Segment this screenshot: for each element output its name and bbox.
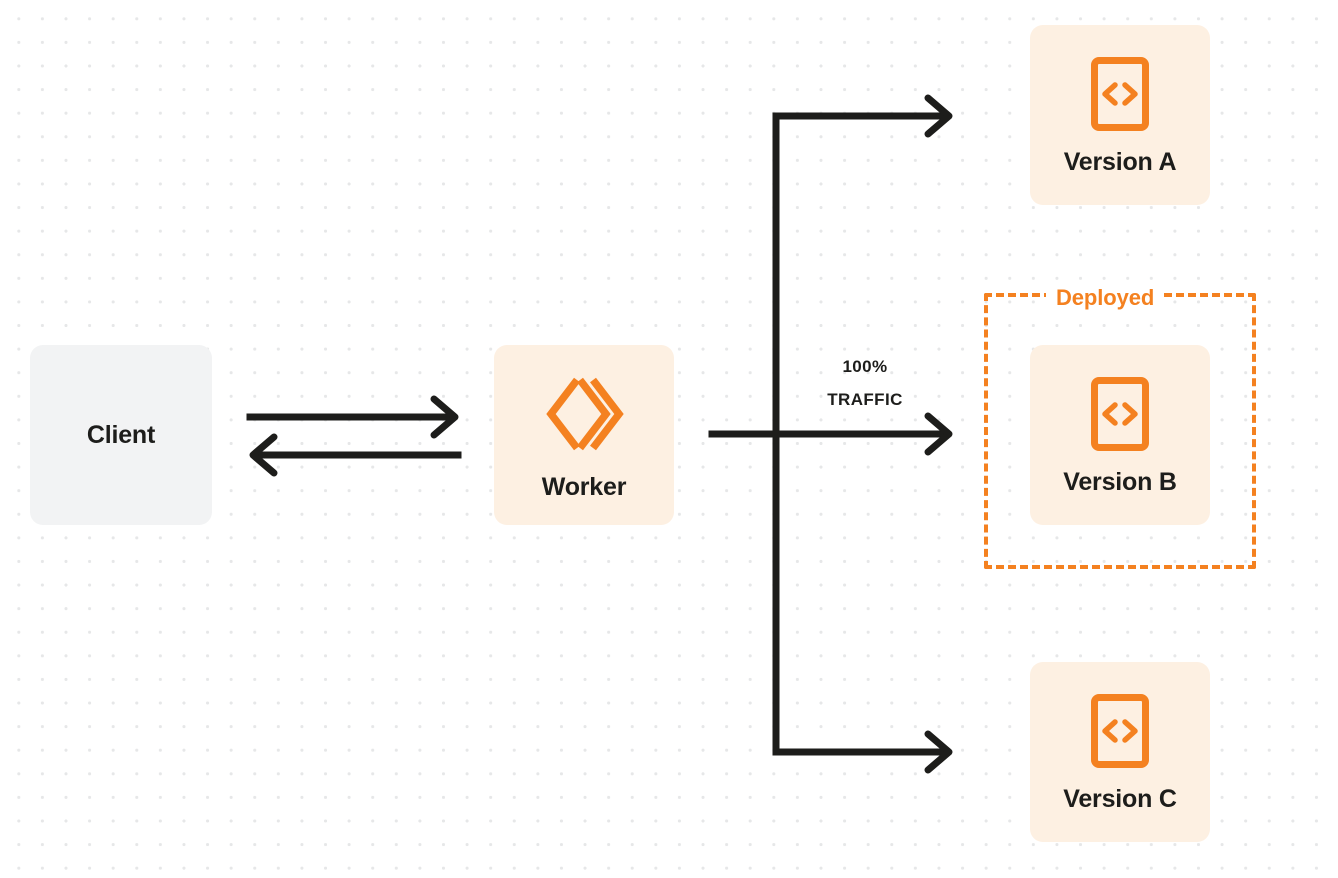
arrow-worker-to-version-a	[924, 94, 953, 138]
node-version-b-label: Version B	[1063, 467, 1177, 496]
traffic-word: TRAFFIC	[827, 390, 903, 409]
traffic-label: 100% TRAFFIC	[790, 350, 940, 416]
node-client[interactable]: Client	[30, 345, 212, 525]
node-version-c-label: Version C	[1063, 784, 1177, 813]
node-worker-label: Worker	[541, 472, 627, 501]
code-file-icon	[1090, 693, 1150, 769]
deployed-label: Deployed	[1046, 285, 1165, 311]
arrow-worker-to-version-c	[924, 730, 953, 774]
node-version-c[interactable]: Version C	[1030, 662, 1210, 842]
arrow-client-to-worker	[246, 395, 459, 439]
worker-branch-bus	[772, 112, 944, 756]
arrow-worker-to-version-b	[708, 412, 953, 456]
traffic-percent: 100%	[842, 357, 888, 376]
arrow-worker-to-client	[249, 433, 462, 477]
cloudflare-workers-logo-icon	[541, 371, 627, 457]
node-version-a[interactable]: Version A	[1030, 25, 1210, 205]
code-file-icon	[1090, 376, 1150, 452]
node-client-label: Client	[86, 420, 156, 449]
code-file-icon	[1090, 56, 1150, 132]
node-worker[interactable]: Worker	[494, 345, 674, 525]
node-version-a-label: Version A	[1063, 147, 1177, 176]
node-version-b[interactable]: Version B	[1030, 345, 1210, 525]
